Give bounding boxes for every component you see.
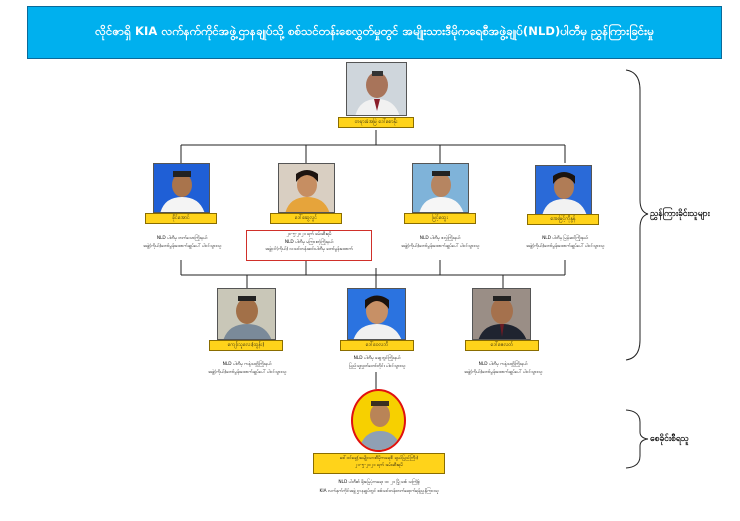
row1-caption-1: NLD ပါတီမှ တက်သောကြိုးနယ်အဖွဲ့(ကိုယ်)တော…: [142, 236, 222, 249]
row1-name-2: ဒေါ်ဆွေလွင်: [270, 213, 342, 224]
row2-caption-1: NLD ပါတီမှ ကနဲ့သတ္တိကြိုးနယ်အဖွဲ့(ကိုယ်)…: [207, 362, 287, 375]
banner-title: လိုင်ဇာရှိ KIA လက်နက်ကိုင်အဖွဲ့ဌာနချုပ်သ…: [95, 24, 654, 38]
highlight-box: [246, 230, 372, 261]
row1-name-1: ခိုင်အောင်: [145, 213, 217, 224]
chair-caption: NLD ပါတီ၏ ရိုးမြေပုံကရေး ၁၀ ၂၁ မြို့သစ် …: [319, 480, 439, 494]
row2-photo-2: [347, 288, 406, 340]
row1-caption-4: NLD ပါတီမှ မြန်ဆင်ကြိုးနယ်အဖွဲ့(ကိုယ်)တေ…: [525, 236, 605, 249]
chair-name: ဒေါ်ဝင်ရှေ့(အမျိုးသားဒီမိုကရေစီ ချယ်ပြည်…: [313, 453, 445, 474]
row1-photo-1: [153, 163, 210, 213]
row1-photo-2: [278, 163, 335, 213]
directors-label: ညွှန်ကြားခိုင်းသူများ: [650, 209, 710, 219]
row1-name-4: အေးမြင့်ကိုနွန်: [527, 214, 599, 225]
top-person-photo: [346, 62, 407, 116]
chair-photo: [351, 389, 406, 452]
row2-name-1: ကျော်သူလေး(ထွန်း): [209, 340, 283, 351]
row2-caption-3: NLD ပါတီမှ ကနဲ့သတ္တိကြိုးနယ်အဖွဲ့(ကိုယ်)…: [463, 362, 543, 375]
planner-label: စေခိုင်းစီရသူ: [650, 434, 689, 444]
row1-photo-3: [412, 163, 469, 213]
row2-photo-1: [217, 288, 276, 340]
title-banner: လိုင်ဇာရှိ KIA လက်နက်ကိုင်အဖွဲ့ဌာနချုပ်သ…: [27, 6, 722, 59]
row1-caption-2: ၂၀-၅-၂၀၂၁ ရက် ဖမ်းဆီးရမိNLD ပါတီမှ မကြား…: [265, 232, 353, 252]
row2-name-2: ဒေါ်ဝေလဘိ: [340, 340, 414, 351]
row2-photo-3: [472, 288, 531, 340]
row2-caption-2: NLD ပါတီမှ ဆွေဘွင်ကြိုးနယ်ပြည်သူ့လွှတ်တေ…: [348, 356, 406, 369]
top-person-name: တရားခံအမြဲ ဒေါ်စောနိုး: [338, 117, 414, 128]
row2-name-3: ဒေါ်ဇေလတ်: [465, 340, 539, 351]
row1-caption-3: NLD ပါတီမှ ဇလွှဲကြိုးနယ်အဖွဲ့(ကိုယ်)တော်…: [400, 236, 480, 249]
row1-photo-4: [535, 165, 592, 215]
row1-name-3: မြင့်ထွေး: [404, 213, 476, 224]
